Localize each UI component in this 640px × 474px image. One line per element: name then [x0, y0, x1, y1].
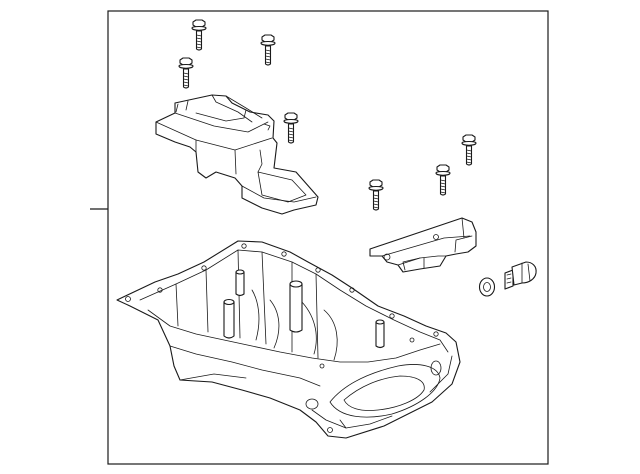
- baffle-icon: [155, 94, 319, 215]
- bracket-icon: [369, 217, 477, 273]
- bolt-icon: [435, 164, 451, 196]
- bolt-icon: [260, 34, 276, 66]
- bolt-icon: [368, 179, 384, 211]
- bolt-icon: [283, 112, 299, 144]
- bolt-icon: [178, 57, 194, 89]
- oil-pan-icon: [116, 240, 461, 439]
- washer-icon: [478, 277, 496, 297]
- bolt-icon: [191, 19, 207, 51]
- drain-plug-icon: [504, 261, 537, 290]
- bolt-icon: [461, 134, 477, 166]
- diagram-frame: [107, 10, 549, 465]
